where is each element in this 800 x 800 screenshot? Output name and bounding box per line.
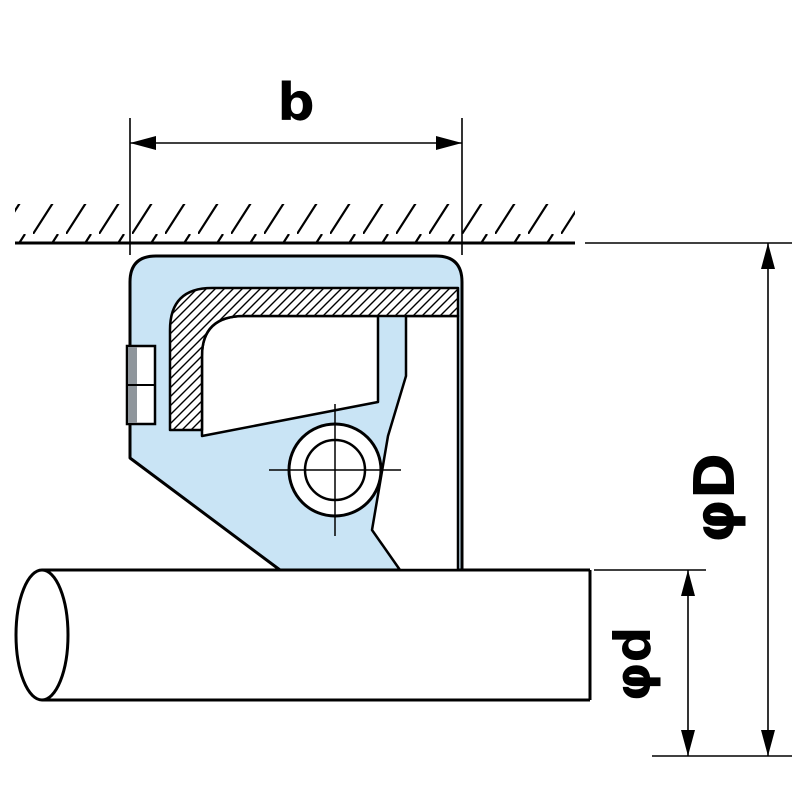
dimension-b-arrow-left bbox=[130, 136, 156, 150]
dimension-d-arrow-bottom bbox=[681, 730, 695, 756]
dimension-b: b bbox=[129, 73, 463, 255]
outer-edge-detail bbox=[125, 344, 157, 426]
dimension-outer-diameter: φD bbox=[585, 242, 792, 757]
housing-surface bbox=[15, 204, 575, 245]
shaft bbox=[14, 568, 592, 702]
dimension-D-arrow-bottom bbox=[761, 730, 775, 756]
dimension-b-label: b bbox=[277, 73, 314, 133]
shaft-body bbox=[42, 571, 590, 699]
seal-cavity-right bbox=[370, 314, 460, 572]
metal-insert-hatching bbox=[168, 286, 460, 432]
dimension-D-label: φD bbox=[683, 453, 748, 543]
dimension-D-arrow-top bbox=[761, 243, 775, 269]
seal-cross-section bbox=[125, 254, 464, 572]
dimension-b-arrow-right bbox=[436, 136, 462, 150]
dimension-d-arrow-top bbox=[681, 570, 695, 596]
shaft-end-ellipse bbox=[14, 568, 70, 702]
housing-hatch-marks bbox=[15, 204, 575, 243]
dimension-shaft-diameter: φd bbox=[594, 569, 706, 756]
garter-spring bbox=[269, 404, 401, 536]
dimension-d-label: φd bbox=[604, 627, 662, 702]
metal-insert-case bbox=[168, 286, 460, 432]
